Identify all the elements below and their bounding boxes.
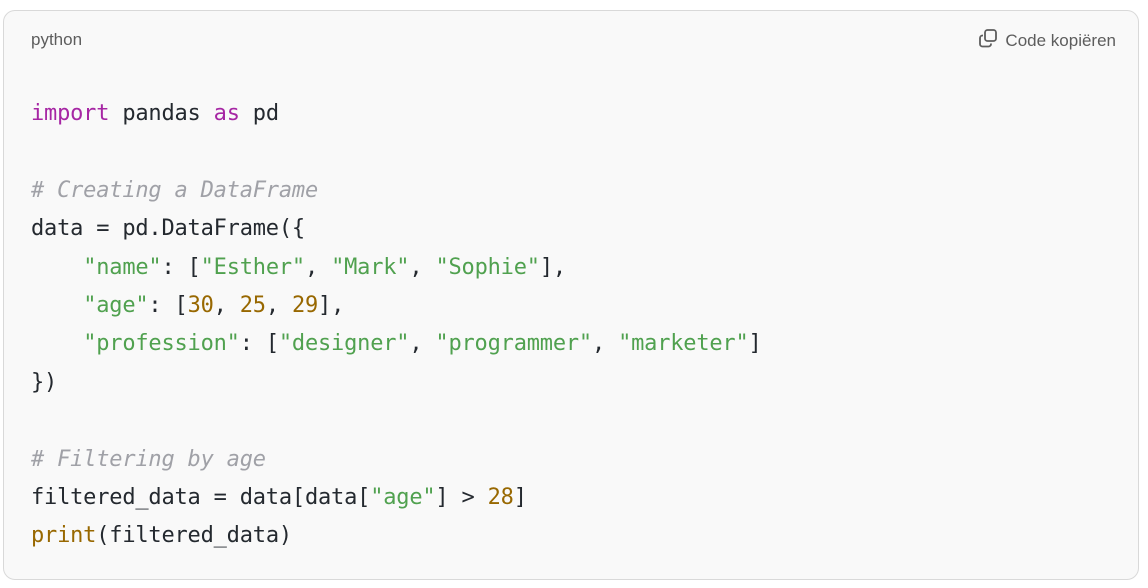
code-token	[31, 293, 83, 318]
code-token: "name"	[83, 254, 162, 280]
code-block: python Code kopiëren import pandas as pd…	[3, 10, 1139, 580]
code-token: ] >	[435, 484, 488, 510]
code-token	[31, 331, 83, 356]
code-token: 25	[239, 292, 266, 318]
code-token: pd	[239, 101, 279, 126]
code-line: # Filtering by age	[31, 441, 762, 479]
code-token: ,	[409, 254, 436, 280]
copy-code-button[interactable]: Code kopiëren	[978, 28, 1116, 53]
code-token: : [	[148, 292, 188, 318]
code-line: data = pd.DataFrame({	[31, 210, 762, 248]
code-token: ,	[409, 331, 436, 357]
code-token: ]	[748, 331, 762, 357]
code-token: ,	[265, 292, 292, 318]
code-line: filtered_data = data[data["age"] > 28]	[31, 479, 762, 517]
code-token: "profession"	[83, 331, 240, 357]
code-token: pandas	[109, 101, 214, 126]
code-token: "designer"	[278, 331, 410, 357]
code-token: ,	[591, 331, 619, 357]
code-token: import	[31, 101, 110, 126]
code-token: "Sophie"	[435, 254, 540, 280]
code-token: })	[31, 369, 58, 395]
code-token: 29	[291, 292, 319, 318]
code-token: "age"	[83, 292, 149, 318]
code-token: ],	[539, 254, 566, 280]
language-label: python	[31, 30, 83, 49]
code-token: "age"	[370, 484, 436, 510]
code-token: ,	[213, 292, 240, 318]
code-line: import pandas as pd	[31, 95, 762, 133]
code-line	[31, 402, 762, 440]
code-token: # Creating a DataFrame	[31, 177, 318, 203]
code-token: # Filtering by age	[31, 446, 266, 472]
code-line: "age": [30, 25, 29],	[31, 287, 762, 325]
code-token: 28	[487, 484, 514, 510]
code-line: })	[31, 364, 762, 402]
code-token: "marketer"	[618, 331, 749, 357]
code-token: data = pd.DataFrame({	[31, 216, 305, 242]
code-token: ]	[513, 484, 527, 510]
code-token: print	[31, 523, 97, 549]
code-content: import pandas as pd # Creating a DataFram…	[31, 95, 762, 556]
code-token: "Esther"	[200, 254, 306, 280]
copy-code-label: Code kopiëren	[1005, 30, 1116, 50]
code-token: 30	[187, 292, 214, 318]
code-token: : [	[239, 331, 279, 357]
code-token: ],	[318, 292, 345, 318]
code-token: ,	[304, 254, 332, 280]
code-token: filtered_data = data[data[	[31, 484, 371, 510]
code-token: "programmer"	[435, 331, 592, 357]
code-token: "Mark"	[331, 254, 410, 280]
code-token	[31, 255, 83, 280]
code-line: # Creating a DataFrame	[31, 172, 762, 210]
code-token: as	[213, 101, 240, 126]
code-token: : [	[161, 254, 201, 280]
code-line: print(filtered_data)	[31, 517, 762, 555]
copy-icon	[978, 28, 998, 53]
code-line: "profession": ["designer", "programmer",…	[31, 325, 762, 363]
code-line	[31, 133, 762, 171]
code-line: "name": ["Esther", "Mark", "Sophie"],	[31, 249, 762, 287]
code-token: (filtered_data)	[96, 523, 292, 549]
